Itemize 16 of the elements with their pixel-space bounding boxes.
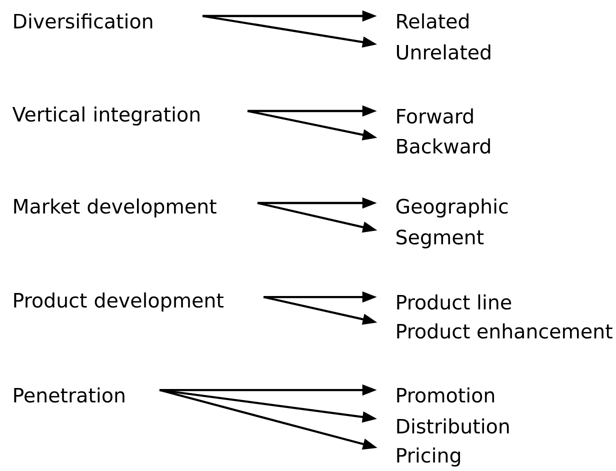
target-label: Segment: [396, 230, 484, 248]
target-label: Unrelated: [397, 44, 490, 60]
source-label: Penetration: [14, 387, 124, 403]
target-label: Forward: [397, 108, 473, 124]
source-label: Vertical integration: [12, 106, 200, 126]
source-label: Diversification: [14, 13, 152, 29]
target-label: Geographic: [396, 198, 508, 218]
target-label: Promotion: [397, 387, 494, 403]
source-label: Product development: [14, 292, 224, 312]
target-label: Product line: [397, 294, 512, 310]
target-label: Distribution: [397, 418, 509, 434]
target-label: Related: [397, 13, 468, 29]
target-label: Product enhancement: [397, 323, 612, 339]
source-label: Market development: [14, 198, 216, 218]
target-label: Backward: [397, 138, 490, 154]
target-label: Pricing: [397, 447, 460, 467]
